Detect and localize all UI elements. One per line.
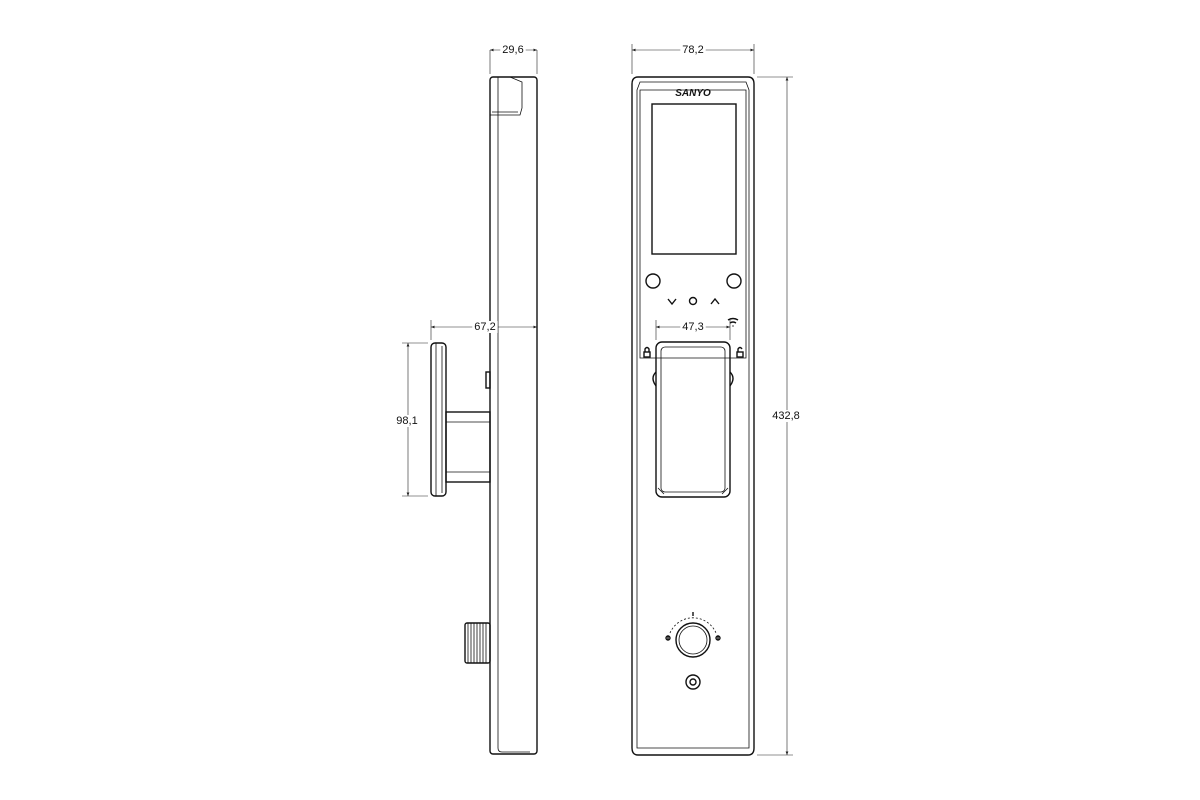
front-body — [631, 76, 755, 756]
side-inner-edge — [497, 77, 530, 753]
side-knob — [464, 622, 491, 664]
dimension-label-backdrop — [500, 44, 526, 56]
front-handle — [652, 341, 734, 498]
dimension-side-depth: 29,6 — [489, 44, 538, 74]
side-view — [430, 76, 538, 755]
dimension-handle-height: 98,1 — [394, 342, 428, 497]
side-top-cap — [490, 76, 523, 116]
dimension-label-backdrop — [472, 321, 498, 333]
front-view: SANYO — [631, 76, 755, 756]
dimension-label: 78,2 — [682, 44, 703, 56]
side-button — [485, 371, 491, 389]
dimension-label: 67,2 — [474, 321, 495, 333]
front-panel-plate — [639, 89, 747, 359]
dimension-label-backdrop — [394, 415, 420, 427]
dimension-handle-width: 47,3 — [655, 320, 731, 340]
dimension-label: 98,1 — [396, 415, 417, 427]
dimension-label-backdrop — [680, 321, 706, 333]
side-body — [489, 76, 538, 755]
chevron-down-icon — [667, 298, 677, 306]
unlock-icon — [736, 346, 744, 358]
keyhole — [685, 674, 701, 690]
dimension-label: 47,3 — [682, 321, 703, 333]
chevron-up-icon — [710, 297, 720, 305]
dimension-label: 432,8 — [772, 410, 800, 422]
right-touch-button — [726, 273, 742, 289]
dimension-total-height: 432,8 — [757, 76, 802, 756]
display-screen — [651, 103, 737, 255]
mechanical-knob — [665, 612, 721, 658]
circle-button-icon — [688, 296, 698, 306]
brand-logo: SANYO — [675, 88, 711, 99]
dimension-label: 29,6 — [502, 44, 523, 56]
dimension-front-width: 78,2 — [631, 44, 755, 74]
dimension-label-backdrop — [680, 44, 706, 56]
rotation-arc — [669, 617, 717, 634]
side-handle — [430, 342, 491, 497]
wifi-icon — [727, 317, 739, 327]
dimension-handle-projection: 67,2 — [430, 320, 537, 340]
lock-icon — [643, 346, 651, 358]
left-touch-button — [645, 273, 661, 289]
dimension-label-backdrop — [770, 410, 802, 422]
